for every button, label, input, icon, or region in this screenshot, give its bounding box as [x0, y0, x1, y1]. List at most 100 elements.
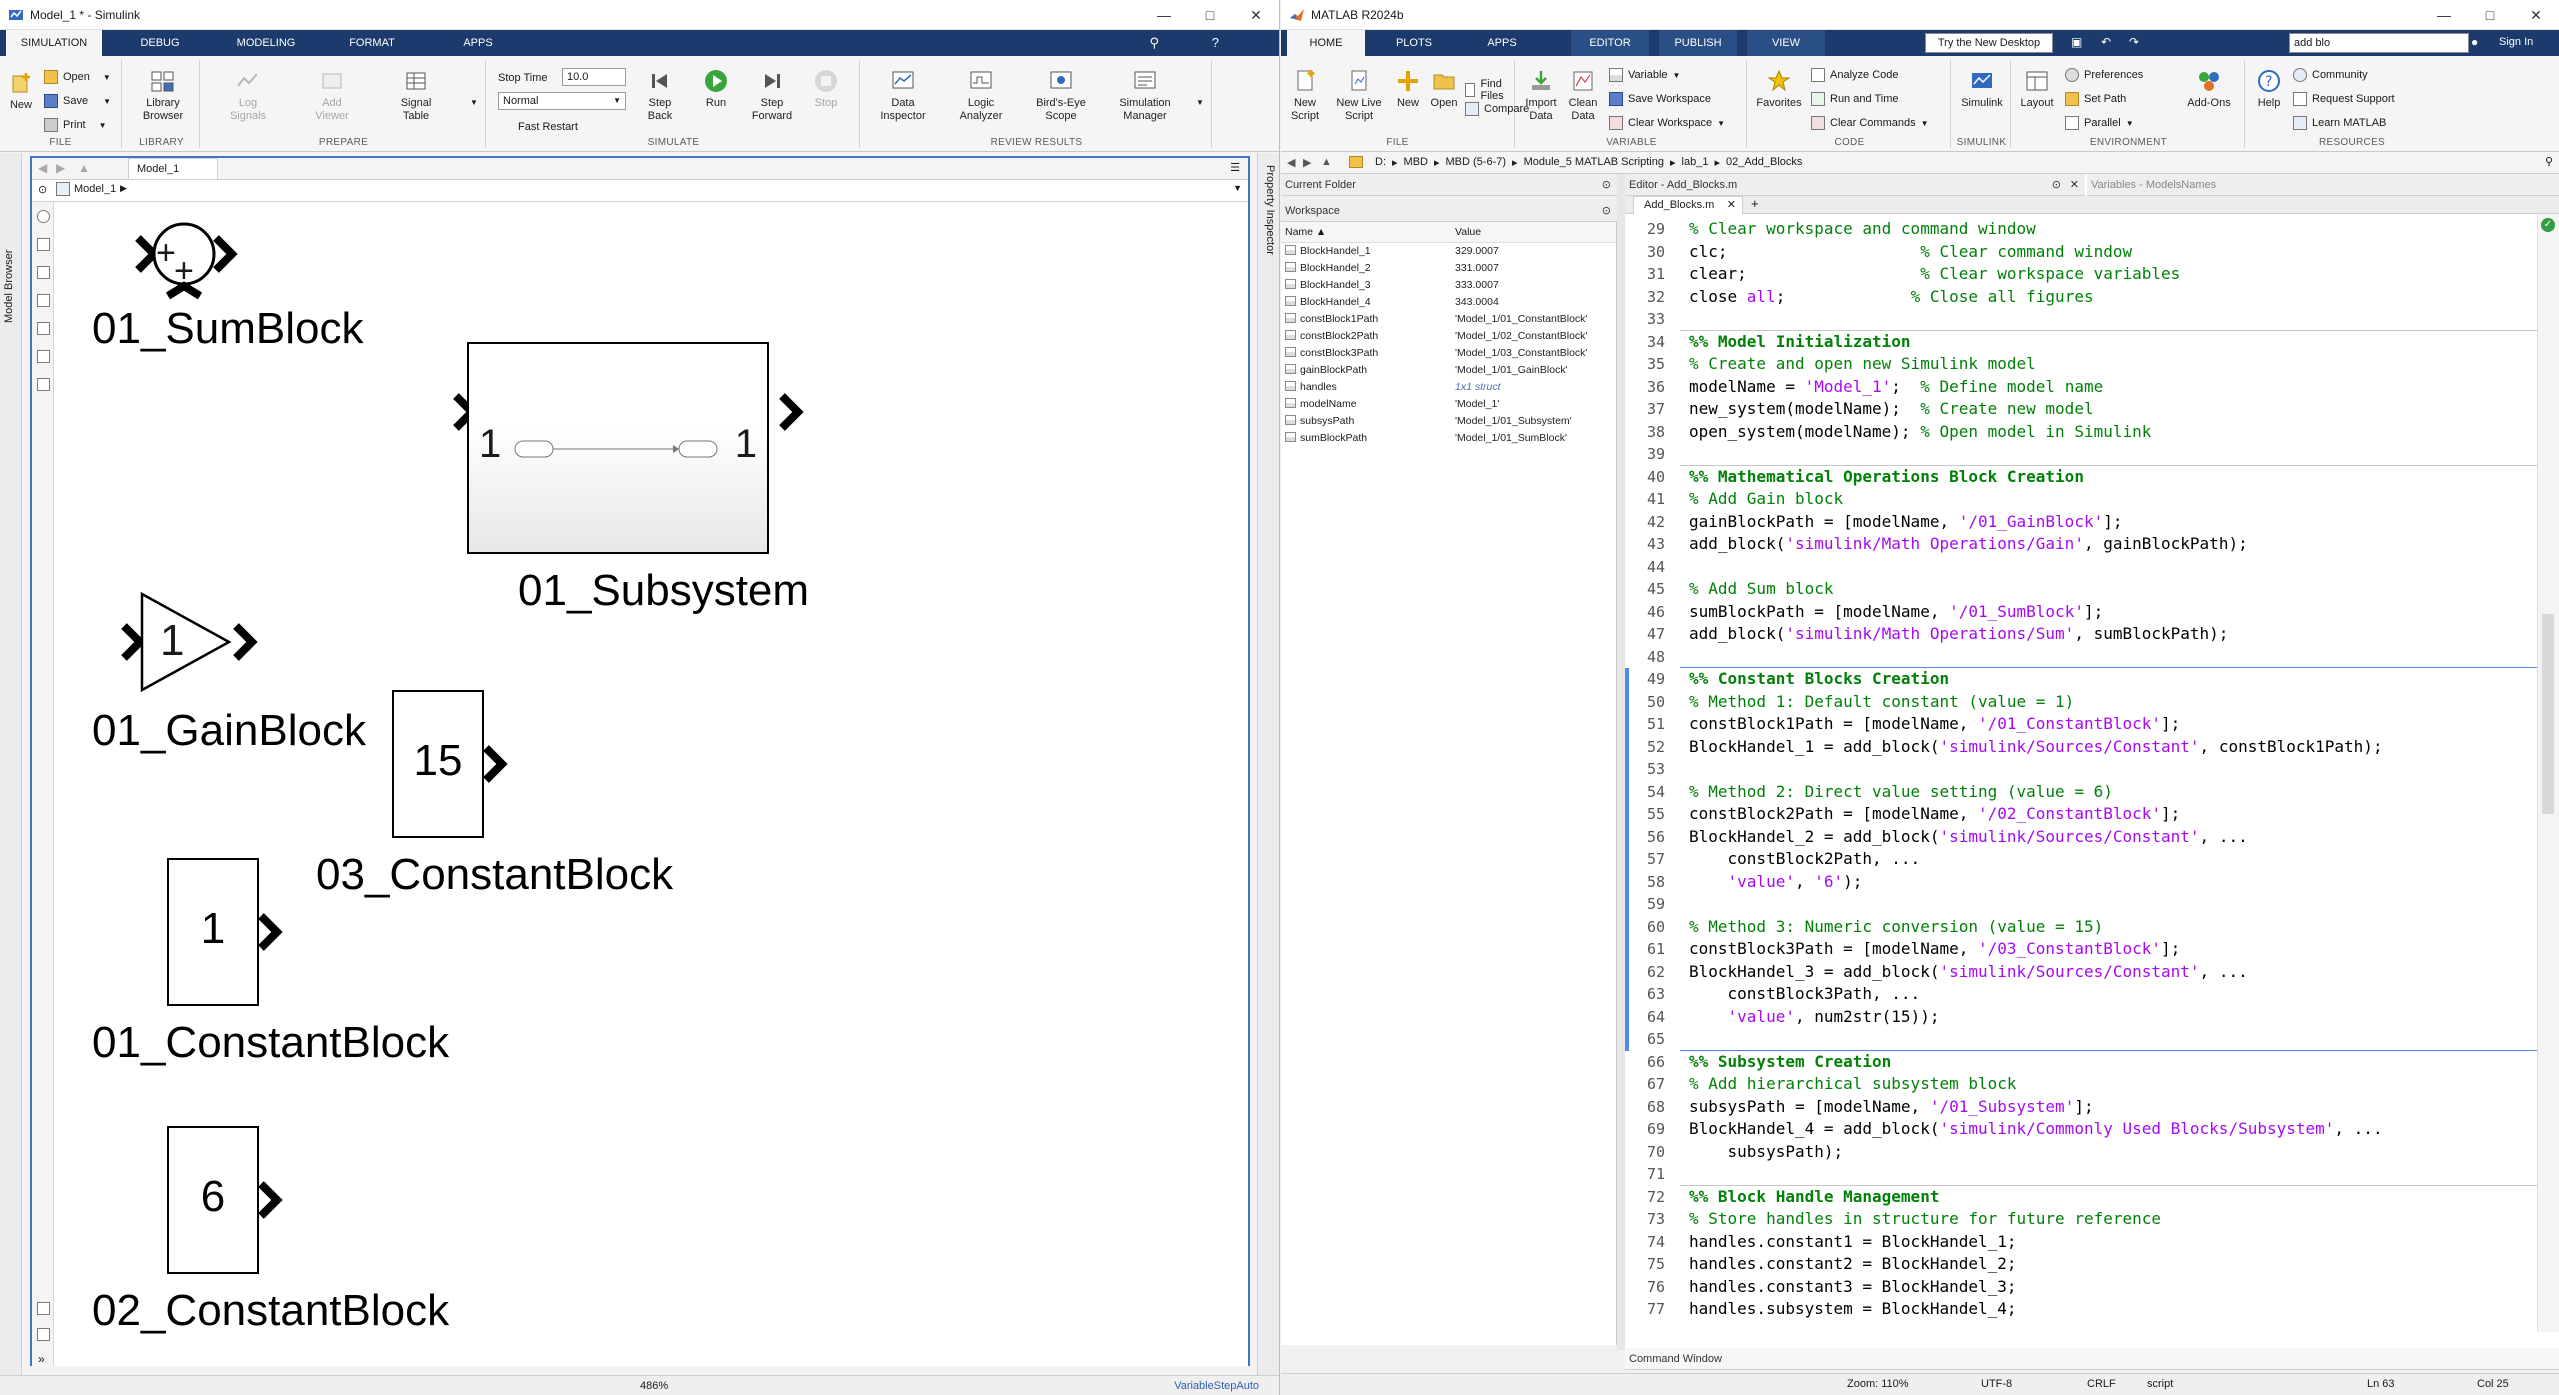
code-line[interactable]: 53 — [1625, 758, 2537, 781]
minimize-icon[interactable]: — — [2437, 7, 2451, 23]
arrow-icon[interactable] — [37, 294, 50, 307]
current-folder-path-bar[interactable]: ◀ ▶ ▲ D:▸ MBD▸ MBD (5-6-7)▸ Module_5 MAT… — [1281, 152, 2559, 174]
help-button[interactable]: ? Help — [2251, 68, 2287, 110]
clear-commands-button[interactable]: Clear Commands▼ — [1811, 116, 1929, 130]
zoom-icon[interactable] — [37, 238, 50, 251]
back-arrow-icon[interactable]: ◀ — [38, 161, 48, 175]
new-live-script-button[interactable]: New Live Script — [1331, 68, 1387, 123]
tab-view[interactable]: VIEW — [1747, 30, 1825, 56]
favorites-button[interactable]: Favorites — [1753, 68, 1805, 110]
back-arrow-icon[interactable]: ◀ — [1287, 157, 1296, 169]
code-line[interactable]: 45% Add Sum block — [1625, 578, 2537, 601]
area-icon[interactable] — [37, 378, 50, 391]
save-icon[interactable]: ▣ — [2071, 35, 2083, 49]
simulink-button[interactable]: Simulink — [1957, 68, 2007, 110]
tab-debug[interactable]: DEBUG — [140, 37, 180, 49]
breadcrumb-folder-add-blocks[interactable]: 02_Add_Blocks — [1725, 156, 1803, 168]
address-model-name[interactable]: Model_1 — [74, 183, 117, 195]
stop-button[interactable]: Stop — [804, 68, 848, 110]
code-line[interactable]: 49%% Constant Blocks Creation — [1625, 668, 2537, 691]
workspace-row[interactable]: constBlock1Path'Model_1/01_ConstantBlock… — [1281, 310, 1616, 327]
code-line[interactable]: 65 — [1625, 1028, 2537, 1051]
forward-arrow-icon[interactable]: ▶ — [56, 161, 66, 175]
step-back-button[interactable]: Step Back — [636, 68, 684, 123]
code-line[interactable]: 64 'value', num2str(15)); — [1625, 1006, 2537, 1029]
parallel-button[interactable]: Parallel▼ — [2065, 116, 2134, 130]
sum-block-name[interactable]: 01_SumBlock — [92, 304, 364, 353]
browse-folder-icon[interactable] — [1349, 156, 1363, 168]
up-arrow-icon[interactable]: ▲ — [78, 161, 90, 175]
open-button[interactable]: Open — [1427, 68, 1461, 110]
learn-matlab-link[interactable]: Learn MATLAB — [2293, 116, 2386, 130]
constant-block-1-name[interactable]: 01_ConstantBlock — [92, 1018, 450, 1067]
search-icon[interactable]: ⚲ — [1149, 35, 1159, 50]
breadcrumb-folder-mbd[interactable]: MBD — [1403, 156, 1428, 168]
new-button[interactable]: New — [4, 70, 38, 112]
run-and-time-button[interactable]: Run and Time — [1811, 92, 1898, 106]
code-line[interactable]: 41% Add Gain block — [1625, 488, 2537, 511]
clean-data-button[interactable]: Clean Data — [1563, 68, 1603, 123]
close-icon[interactable]: ✕ — [1726, 199, 1736, 211]
maximize-icon[interactable]: □ — [2485, 7, 2495, 23]
preferences-button[interactable]: Preferences — [2065, 68, 2143, 82]
breadcrumb-folder-lab1[interactable]: lab_1 — [1681, 156, 1709, 168]
signal-table-button[interactable]: Signal Table — [388, 68, 444, 123]
tab-editor[interactable]: EDITOR — [1571, 30, 1649, 56]
tab-apps[interactable]: APPS — [463, 37, 493, 49]
close-icon[interactable]: ✕ — [2530, 6, 2542, 23]
workspace-row[interactable]: constBlock3Path'Model_1/03_ConstantBlock… — [1281, 344, 1616, 361]
constant-block-3[interactable]: 15 — [392, 690, 484, 838]
code-line[interactable]: 50% Method 1: Default constant (value = … — [1625, 691, 2537, 714]
step-forward-button[interactable]: Step Forward — [746, 68, 798, 123]
panel-menu-icon[interactable]: ⊙ — [2051, 179, 2061, 191]
code-analyzer-ok-icon[interactable]: ✓ — [2541, 218, 2555, 232]
library-browser-button[interactable]: Library Browser — [134, 68, 192, 123]
constant-block-3-name[interactable]: 03_ConstantBlock — [316, 850, 674, 899]
hide-show-icon[interactable] — [37, 210, 50, 223]
workspace-row[interactable]: modelName'Model_1' — [1281, 395, 1616, 412]
compare-button[interactable]: Compare — [1465, 102, 1529, 116]
expand-palette-icon[interactable]: » — [38, 1352, 45, 1366]
simulation-manager-button[interactable]: Simulation Manager — [1110, 68, 1180, 123]
undo-icon[interactable]: ↶ — [2101, 35, 2112, 49]
code-line[interactable]: 48 — [1625, 646, 2537, 669]
print-button[interactable]: Print▼ — [44, 118, 107, 132]
constant-block-1[interactable]: 1 — [167, 858, 259, 1006]
workspace-row[interactable]: constBlock2Path'Model_1/02_ConstantBlock… — [1281, 327, 1616, 344]
workspace-header[interactable]: Workspace ⊙ — [1281, 200, 1617, 222]
ws-column-value[interactable]: Value — [1451, 222, 1616, 243]
solver-link[interactable]: VariableStepAuto — [1174, 1380, 1259, 1392]
code-line[interactable]: 60% Method 3: Numeric conversion (value … — [1625, 916, 2537, 939]
forward-arrow-icon[interactable]: ▶ — [1303, 157, 1312, 169]
code-line[interactable]: 39 — [1625, 443, 2537, 466]
panel-menu-icon[interactable]: ⊙ — [1601, 205, 1611, 217]
code-line[interactable]: 57 constBlock2Path, ... — [1625, 848, 2537, 871]
close-icon[interactable]: ✕ — [1250, 6, 1262, 23]
tab-home[interactable]: HOME — [1287, 30, 1365, 56]
set-path-button[interactable]: Set Path — [2065, 92, 2126, 106]
workspace-row[interactable]: gainBlockPath'Model_1/01_GainBlock' — [1281, 361, 1616, 378]
subsystem-block[interactable]: 1 1 — [467, 342, 769, 554]
editor-scrollbar[interactable]: ✓ — [2537, 214, 2559, 1332]
editor-file-tab[interactable]: Add_Blocks.m ✕ — [1633, 196, 1743, 214]
workspace-row[interactable]: sumBlockPath'Model_1/01_SumBlock' — [1281, 429, 1616, 446]
logic-analyzer-button[interactable]: Logic Analyzer — [950, 68, 1012, 123]
sum-block[interactable] — [110, 202, 250, 312]
property-inspector-bar[interactable]: Property Inspector — [1257, 153, 1279, 1375]
model-canvas[interactable]: + + 01_SumBlock 1 1 01_Subsystem — [54, 202, 1248, 1366]
